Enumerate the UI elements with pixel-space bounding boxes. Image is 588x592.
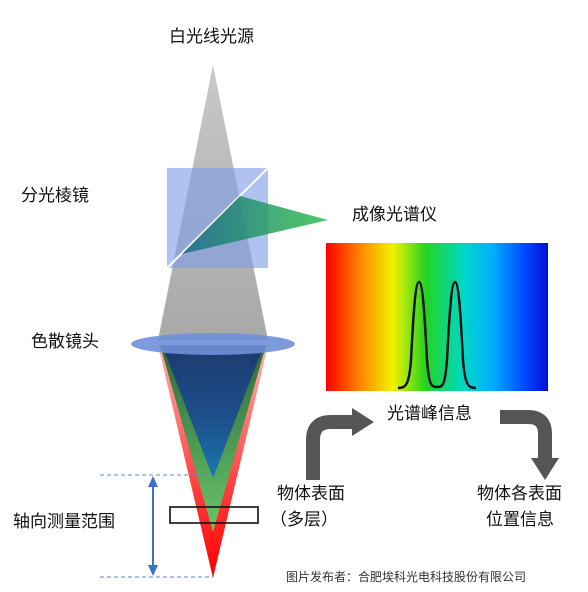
range-arrow-up bbox=[148, 476, 158, 487]
range-arrow-down bbox=[148, 565, 158, 576]
label-spectrometer: 成像光谱仪 bbox=[352, 205, 437, 225]
label-surface-positions-2: 位置信息 bbox=[486, 510, 554, 530]
arrow-to-positions-head bbox=[531, 458, 559, 480]
label-dispersive-lens: 色散镜头 bbox=[31, 332, 99, 352]
label-axial-range: 轴向测量范围 bbox=[13, 512, 115, 532]
prism-diagonal bbox=[166, 167, 269, 269]
dispersive-lens bbox=[131, 333, 295, 355]
label-beam-splitter: 分光棱镜 bbox=[21, 186, 89, 206]
arrow-to-positions bbox=[500, 410, 552, 460]
arrow-to-peaks-head bbox=[352, 408, 374, 436]
split-beam bbox=[182, 196, 328, 254]
object-sample bbox=[169, 506, 259, 524]
spectrum-display bbox=[326, 243, 548, 391]
image-credit: 图片发布者：合肥埃科光电科技股份有限公司 bbox=[286, 570, 527, 584]
arrow-to-peaks bbox=[306, 415, 354, 480]
label-object-surfaces-note: （多层） bbox=[270, 510, 338, 530]
label-light-source: 白光线光源 bbox=[169, 27, 254, 47]
label-object-surfaces: 物体表面 bbox=[277, 484, 345, 504]
label-spectral-peaks: 光谱峰信息 bbox=[387, 404, 472, 424]
blue-cone bbox=[162, 345, 264, 478]
label-surface-positions: 物体各表面 bbox=[477, 484, 562, 504]
spectral-peaks-curve bbox=[397, 280, 477, 390]
